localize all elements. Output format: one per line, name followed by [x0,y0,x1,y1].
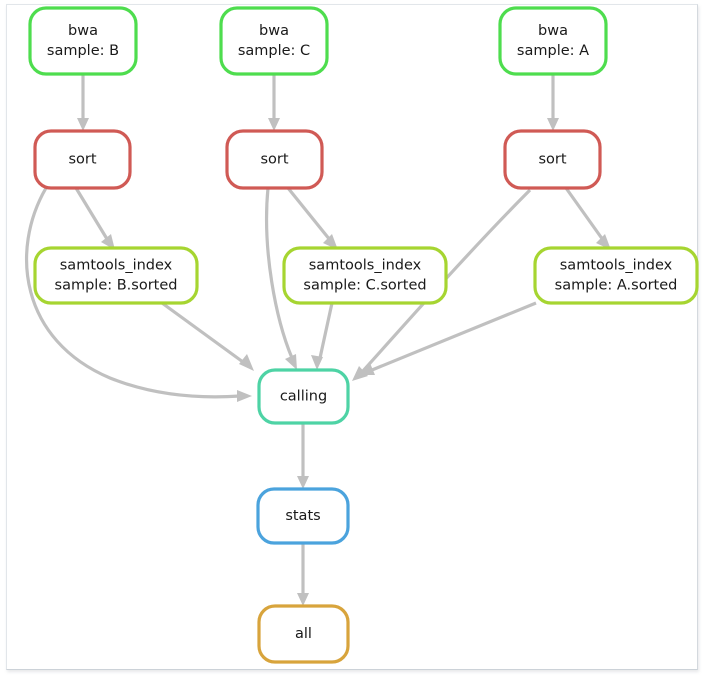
arrowhead-icon [547,118,559,131]
dag-edge [24,187,252,402]
edge-line [564,187,605,241]
node-label-primary: bwa [259,23,289,39]
dag-edge [360,301,537,375]
node-label-primary: sort [68,152,96,168]
node-label-secondary: sample: C.sorted [303,278,426,294]
dag-edge [297,423,309,489]
dag-edge [297,543,309,606]
node-box[interactable] [282,246,448,305]
node-label-primary: bwa [538,23,568,39]
arrowhead-icon [297,476,309,489]
node-label-secondary: sample: A [517,43,589,59]
dag-node-bwa_C[interactable]: bwa sample: C [219,6,329,76]
node-label-primary: samtools_index [560,258,673,274]
arrowhead-icon [268,118,280,131]
dag-edge [265,187,297,370]
dag-edge [74,187,115,250]
arrowhead-icon [297,593,309,606]
node-label-secondary: sample: C [238,43,310,59]
node-box[interactable] [503,129,602,190]
node-box[interactable] [257,604,350,664]
dag-edge [268,74,280,131]
arrowhead-icon [352,366,368,381]
arrowhead-icon [596,234,611,250]
dag-node-sort_C[interactable]: sort [225,129,324,190]
dag-node-idx_C[interactable]: samtools_index sample: C.sorted [282,246,448,305]
node-box[interactable] [28,6,138,76]
node-label-secondary: sample: A.sorted [555,278,678,294]
edge-line [265,187,294,359]
dag-node-all[interactable]: all [257,604,350,664]
node-label-secondary: sample: B [47,43,119,59]
dag-edge [311,302,334,370]
dag-edge [286,186,338,250]
dag-node-idx_A[interactable]: samtools_index sample: A.sorted [533,246,699,305]
node-box[interactable] [219,6,329,76]
node-label-primary: calling [280,389,327,405]
dag-node-bwa_A[interactable]: bwa sample: A [498,6,608,76]
dag-node-stats[interactable]: stats [256,487,350,545]
edge-line [318,302,334,359]
dag-edge [161,301,254,371]
node-label-primary: sort [538,152,566,168]
edge-line [371,301,537,372]
arrowhead-icon [360,363,375,375]
arrowhead-icon [323,234,338,250]
edge-line [286,186,332,242]
node-label-primary: samtools_index [309,258,422,274]
dag-edge [77,74,89,131]
dag-node-bwa_B[interactable]: bwa sample: B [28,6,138,76]
dag-node-sort_B[interactable]: sort [33,129,132,190]
node-box[interactable] [33,246,199,305]
dag-node-calling[interactable]: calling [257,368,350,425]
edge-line [161,301,244,364]
node-label-primary: samtools_index [60,258,173,274]
arrowhead-icon [285,354,297,370]
edge-line [24,187,241,399]
node-box[interactable] [225,129,324,190]
edge-layer [24,74,611,606]
node-label-primary: bwa [68,23,98,39]
arrowhead-icon [237,390,252,402]
node-box[interactable] [533,246,699,305]
arrowhead-icon [311,355,323,370]
arrowhead-icon [101,234,115,250]
node-box[interactable] [498,6,608,76]
node-box[interactable] [33,129,132,190]
node-layer: bwa sample: B bwa sample: C bwa sample: A sort… [28,6,699,664]
arrowhead-icon [239,354,254,371]
dag-node-sort_A[interactable]: sort [503,129,602,190]
edge-line [74,187,109,240]
node-box[interactable] [256,487,350,545]
arrowhead-icon [77,118,89,131]
node-box[interactable] [257,368,350,425]
node-label-primary: all [295,626,312,642]
dag-node-idx_B[interactable]: samtools_index sample: B.sorted [33,246,199,305]
dag-edge [564,187,611,250]
node-label-primary: stats [285,508,320,524]
dag-edge [547,74,559,131]
node-label-secondary: sample: B.sorted [55,278,178,294]
node-label-primary: sort [260,152,288,168]
